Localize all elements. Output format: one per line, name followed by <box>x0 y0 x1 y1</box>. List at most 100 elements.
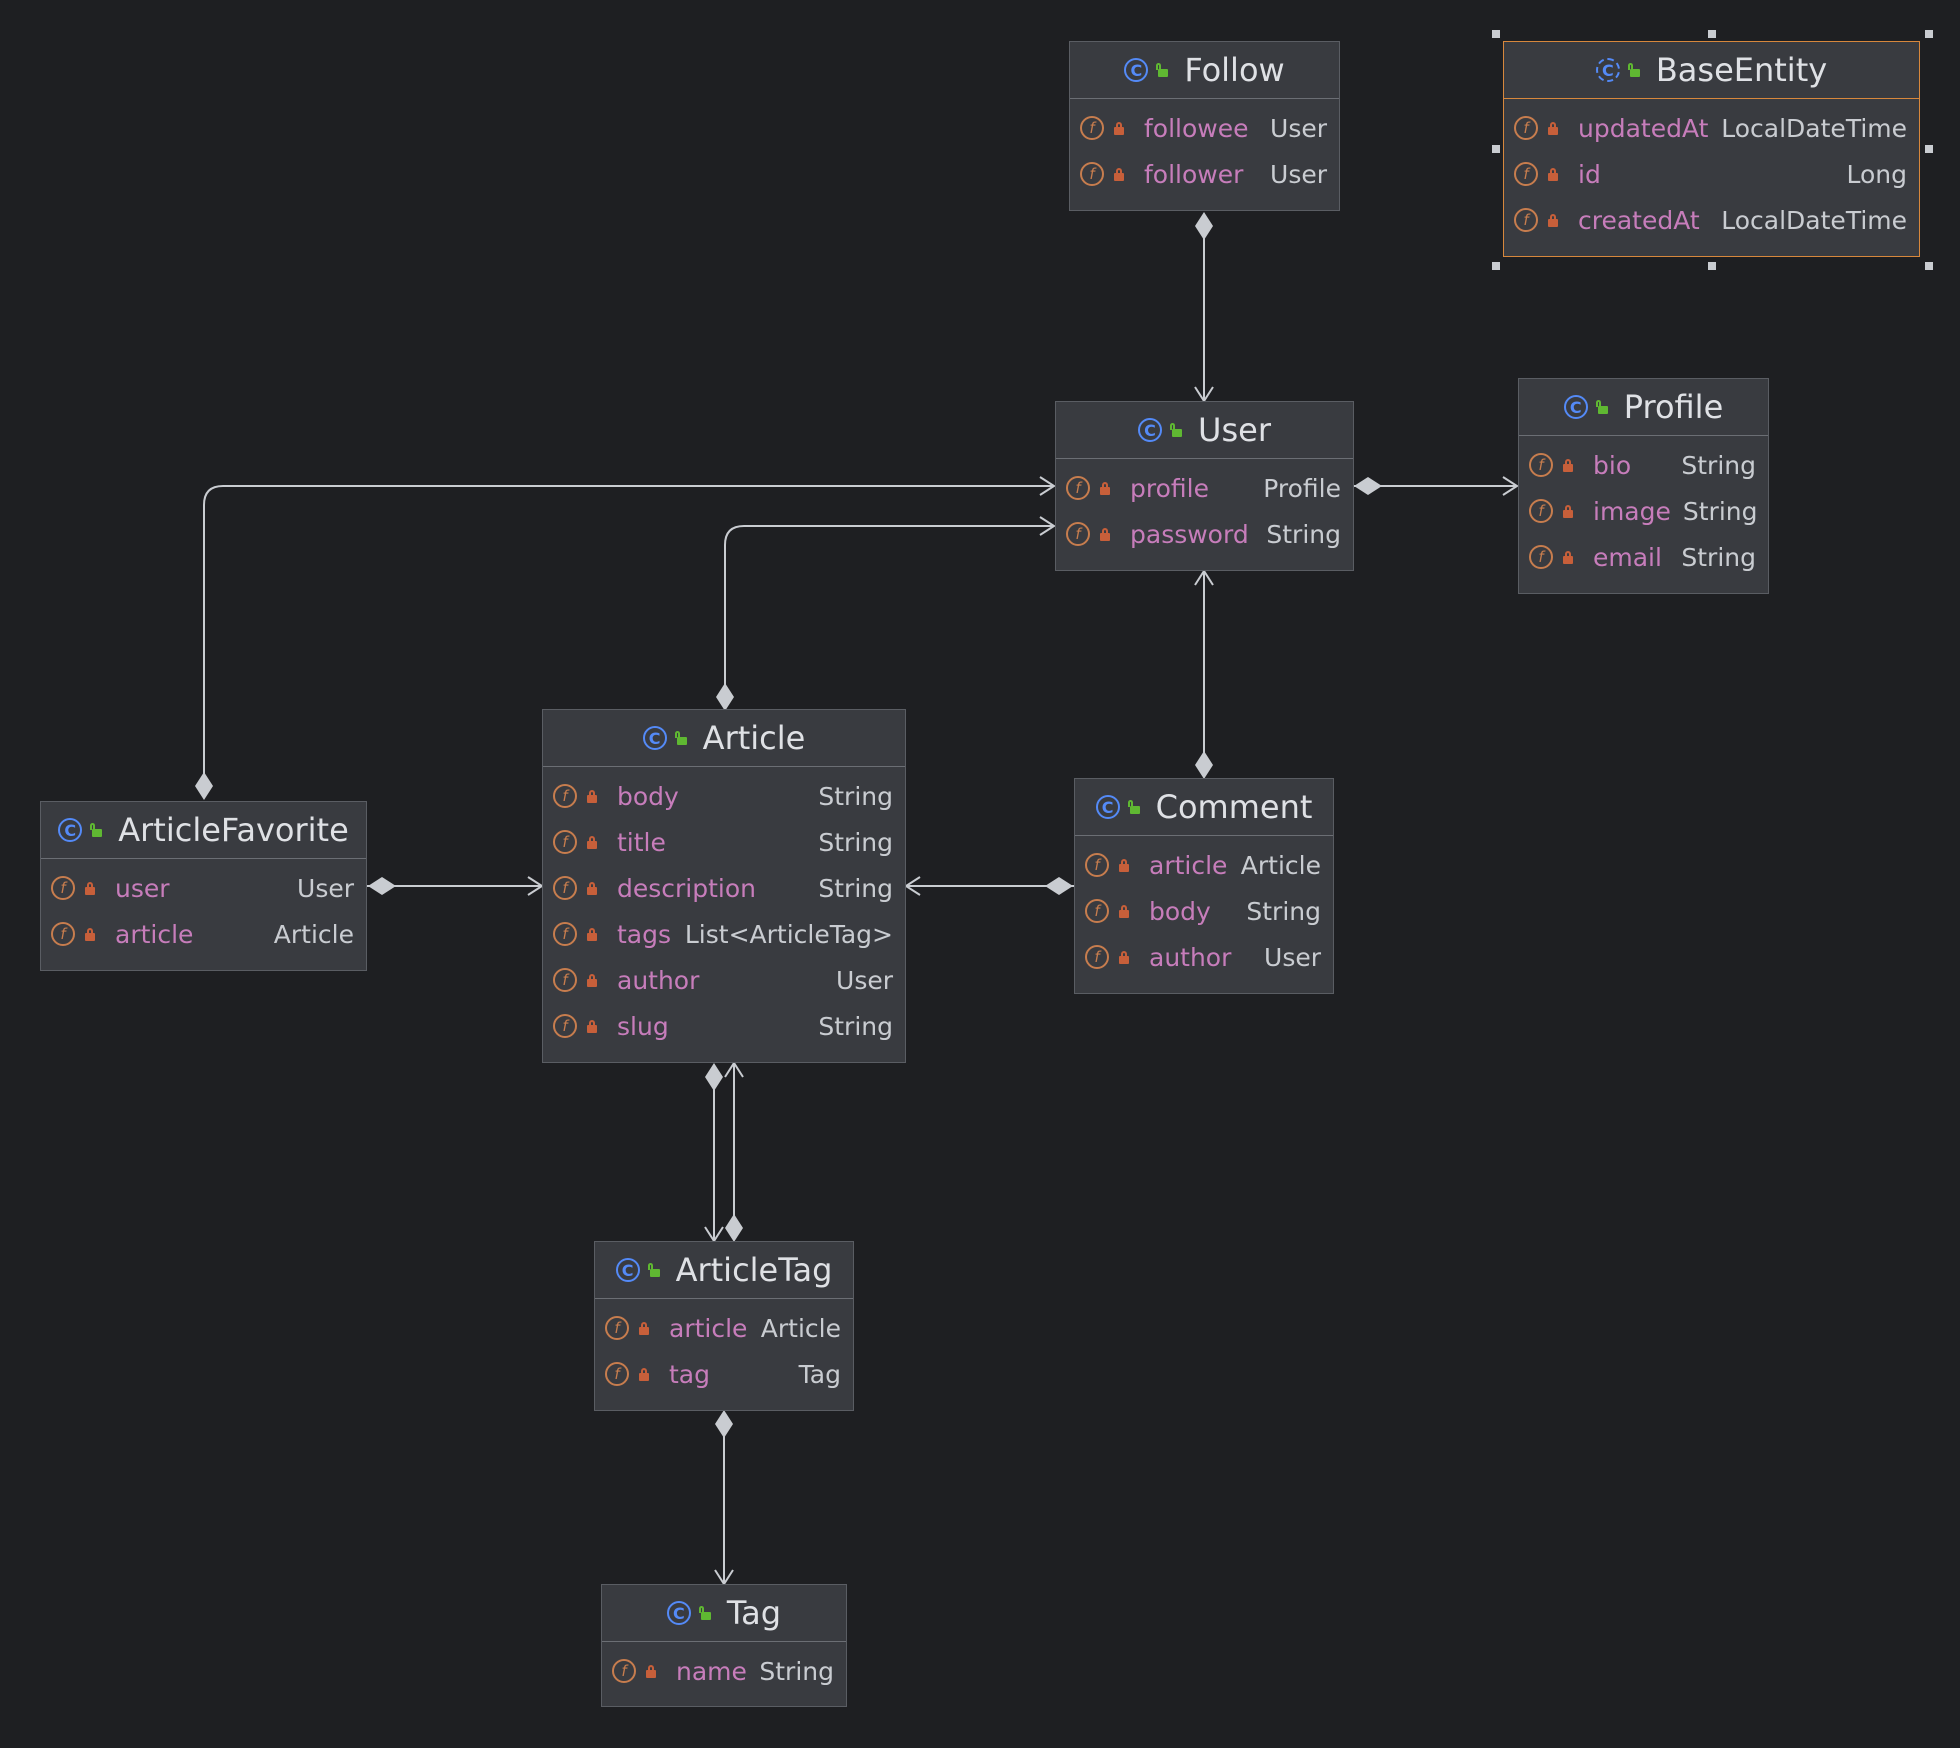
field-type: User <box>1264 942 1321 972</box>
public-visibility-icon <box>90 823 103 837</box>
composition-diamond <box>715 1410 733 1438</box>
private-lock-icon <box>587 835 597 849</box>
composition-diamond <box>725 1214 743 1242</box>
field-name: profile <box>1130 473 1209 503</box>
private-lock-icon <box>1548 213 1558 227</box>
field-icon: f <box>1080 116 1104 140</box>
field-name: followee <box>1144 113 1249 143</box>
composition-diamond <box>705 1063 723 1091</box>
relation-article-favorite-to-article[interactable] <box>367 876 544 896</box>
private-lock-icon <box>587 1019 597 1033</box>
association-arrowhead <box>527 876 544 896</box>
association-arrowhead <box>1502 476 1519 496</box>
field-type: List<ArticleTag> <box>684 919 893 949</box>
private-lock-icon <box>1548 167 1558 181</box>
field-type: User <box>297 873 354 903</box>
field-type: Article <box>760 1313 841 1343</box>
field-icon: f <box>51 922 75 946</box>
relation-follow-to-user[interactable] <box>1194 212 1214 403</box>
field-name: description <box>617 873 757 903</box>
selection-handle[interactable] <box>1708 262 1716 270</box>
field-name: slug <box>617 1011 669 1041</box>
private-lock-icon <box>1119 904 1129 918</box>
composition-diamond <box>368 877 396 895</box>
public-visibility-icon <box>1127 800 1140 814</box>
selection-handle[interactable] <box>1925 145 1933 153</box>
field-icon: f <box>1066 522 1090 546</box>
composition-diamond <box>1195 751 1213 779</box>
field-type: String <box>759 1656 834 1686</box>
selection-handle[interactable] <box>1925 30 1933 38</box>
private-lock-icon <box>1563 458 1573 472</box>
field-icon: f <box>553 784 577 808</box>
field-icon: f <box>612 1659 636 1683</box>
relation-article-tag-to-article[interactable] <box>724 1061 744 1242</box>
relation-article-to-article-tag[interactable] <box>704 1063 724 1243</box>
selection-handle[interactable] <box>1492 30 1500 38</box>
class-name: Follow <box>1184 51 1285 89</box>
field-name: body <box>617 781 679 811</box>
relation-comment-to-article[interactable] <box>904 876 1074 896</box>
selection-handle[interactable] <box>1492 145 1500 153</box>
selection-handle[interactable] <box>1708 30 1716 38</box>
field-icon: f <box>51 876 75 900</box>
field-type: Profile <box>1263 473 1341 503</box>
field-type: String <box>1681 542 1756 572</box>
field-type: User <box>1270 159 1327 189</box>
association-arrowhead <box>704 1226 724 1243</box>
private-lock-icon <box>587 927 597 941</box>
class-name: ArticleFavorite <box>118 811 349 849</box>
relation-article-tag-to-tag[interactable] <box>714 1410 734 1586</box>
relation-article-to-user[interactable] <box>716 516 1056 711</box>
private-lock-icon <box>587 973 597 987</box>
field-name: follower <box>1144 159 1244 189</box>
field-type: Article <box>273 919 354 949</box>
association-arrowhead <box>724 1061 744 1078</box>
relation-user-to-profile[interactable] <box>1354 476 1519 496</box>
field-type: String <box>818 873 893 903</box>
public-visibility-icon <box>647 1263 660 1277</box>
selection-handle[interactable] <box>1492 262 1500 270</box>
selection-handle[interactable] <box>1925 262 1933 270</box>
association-arrowhead <box>1194 569 1214 586</box>
field-icon: f <box>1514 208 1538 232</box>
relation-comment-to-user[interactable] <box>1194 569 1214 779</box>
